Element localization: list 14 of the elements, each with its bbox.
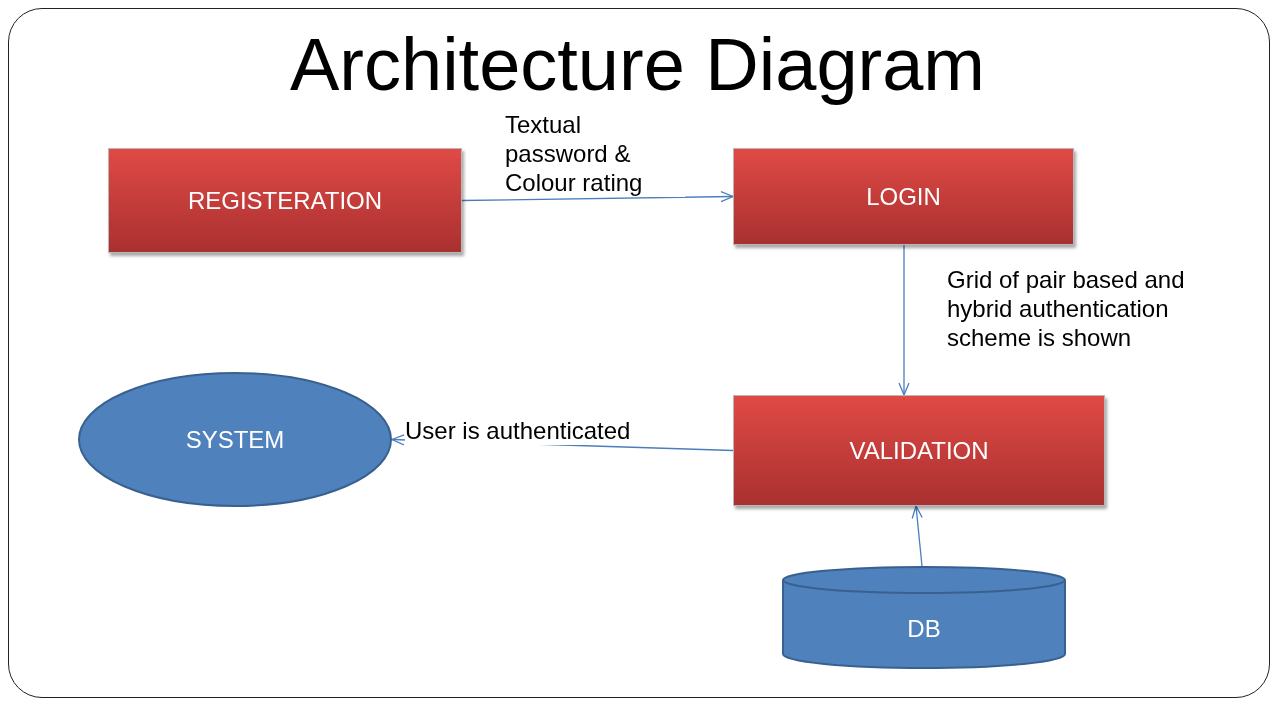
arrow [461,191,734,203]
node-label: DB [907,615,941,643]
node-label: VALIDATION [849,436,989,465]
process-box [108,148,462,253]
arrow [898,244,910,396]
node-label: LOGIN [866,182,941,211]
database-cylinder [782,566,1066,668]
process-box [733,395,1105,506]
process-box [733,148,1074,245]
arrow [911,505,923,567]
diagram-title: Architecture Diagram [289,22,986,108]
node-label: REGISTERATION [187,186,383,215]
system-ellipse [78,372,392,507]
node-label: SYSTEM [185,425,285,454]
